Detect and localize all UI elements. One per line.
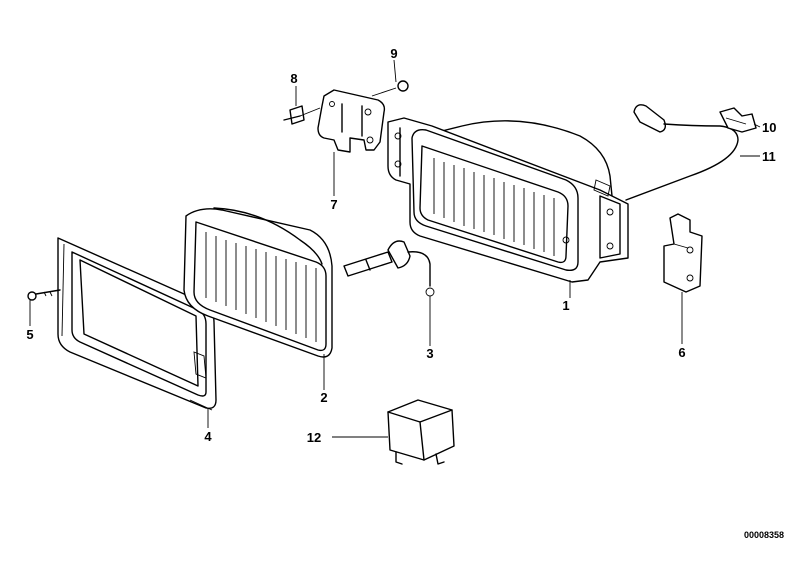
screw-5-drawing bbox=[27, 289, 61, 301]
callout-7: 7 bbox=[330, 197, 337, 212]
callout-labels: 1 2 3 4 5 6 7 8 9 10 11 12 bbox=[26, 46, 776, 445]
relay-drawing bbox=[387, 399, 455, 465]
clip-drawing bbox=[719, 107, 757, 133]
callout-2: 2 bbox=[320, 390, 327, 405]
callout-6: 6 bbox=[678, 345, 685, 360]
side-bracket-drawing bbox=[663, 213, 703, 293]
leader-lines bbox=[29, 59, 761, 438]
callout-4: 4 bbox=[204, 429, 212, 444]
bulb-drawing bbox=[343, 240, 435, 304]
callout-5: 5 bbox=[26, 327, 33, 342]
callout-9: 9 bbox=[390, 46, 397, 61]
callout-8: 8 bbox=[290, 71, 297, 86]
lens-glass-drawing bbox=[183, 207, 333, 358]
bracket-drawing bbox=[317, 89, 386, 153]
callout-10: 10 bbox=[762, 120, 776, 135]
callout-11: 11 bbox=[762, 149, 776, 164]
callout-3: 3 bbox=[426, 346, 433, 361]
lamp-housing-drawing bbox=[387, 117, 629, 283]
reference-code: 00008358 bbox=[744, 530, 784, 540]
screw-8-drawing bbox=[283, 105, 321, 125]
screw-9-drawing bbox=[371, 80, 409, 97]
callout-12: 12 bbox=[307, 430, 321, 445]
cable-drawing bbox=[625, 104, 739, 201]
callout-1: 1 bbox=[562, 298, 569, 313]
